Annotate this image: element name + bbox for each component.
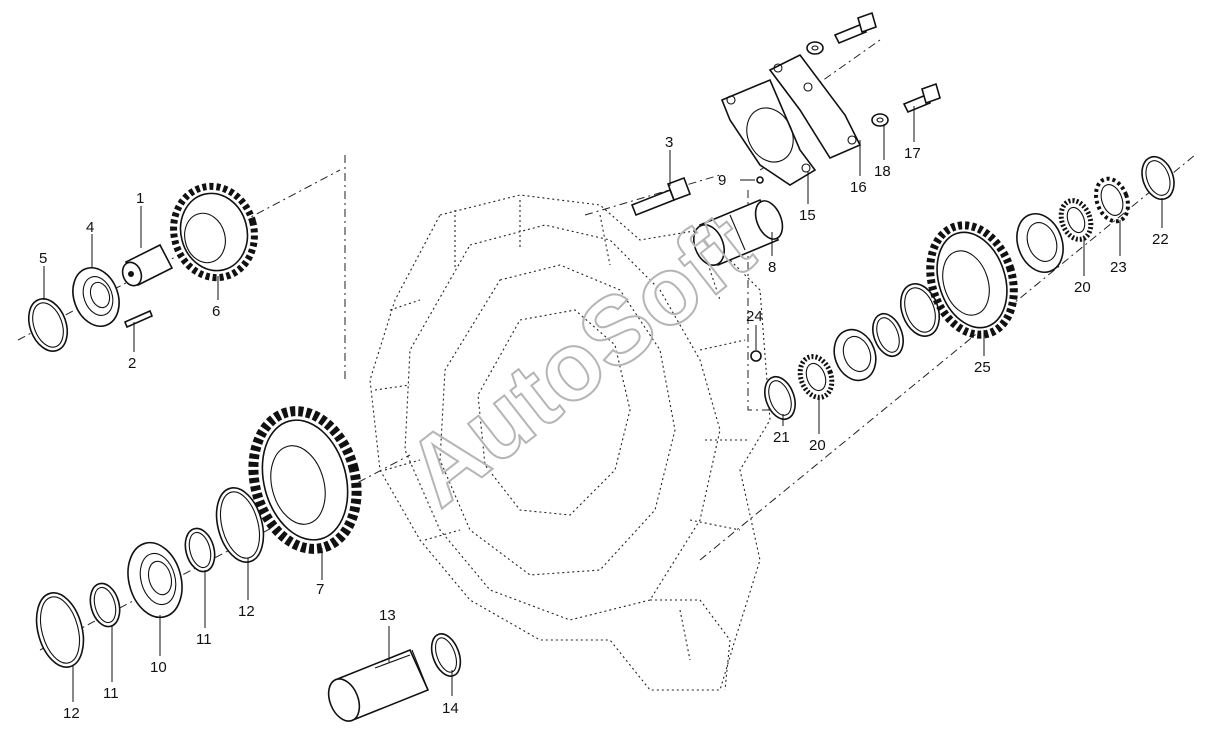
label-part-4: 4 [86,219,94,236]
bolt-3 [630,176,692,217]
pin-9 [756,176,764,184]
shaft-8 [693,198,784,267]
bearing-10 [127,541,183,619]
circlip-outer [899,283,941,337]
label-part-11-lower: 11 [103,685,119,702]
watermark: AutoSoft [387,193,772,527]
gear-housing [369,194,771,691]
washer-18 [871,113,889,127]
circlip-12-lower [35,592,85,668]
label-part-3: 3 [665,134,673,151]
bearing-race [833,328,877,382]
label-part-20-right: 20 [1074,279,1091,296]
label-part-6: 6 [212,303,220,320]
needle-bearing-20-right [1058,198,1094,242]
circlip-12 [215,487,265,563]
label-part-24: 24 [746,308,763,325]
label-part-14: 14 [442,700,459,717]
label-part-16: 16 [850,179,867,196]
label-part-9: 9 [718,172,726,189]
label-part-10: 10 [150,659,167,676]
circlip-11 [184,527,216,573]
bushing-1 [121,243,174,287]
part-labels: 1 2 3 4 5 6 7 8 9 10 11 11 12 12 13 14 1… [39,134,1169,722]
label-part-23: 23 [1110,259,1127,276]
washer-18-upper [806,41,824,55]
label-part-18: 18 [874,163,891,180]
label-part-20: 20 [809,437,826,454]
bolt-17 [902,82,941,114]
shaft-13 [327,648,430,722]
label-part-11: 11 [196,631,212,648]
label-part-5: 5 [39,250,47,267]
pin-2 [123,309,154,329]
label-part-21: 21 [773,429,790,446]
bolt-17-upper [833,11,877,45]
label-part-15: 15 [799,207,816,224]
cover-plate-15 [720,78,817,186]
label-part-8: 8 [768,259,776,276]
needle-bearing-20 [797,354,835,400]
label-part-22: 22 [1152,231,1169,248]
washer-23 [1094,176,1130,224]
label-part-2: 2 [128,355,136,372]
label-part-17: 17 [904,145,921,162]
ring-14 [430,633,462,677]
gear-6 [170,182,258,282]
label-part-1: 1 [136,190,144,207]
circlip-22 [1141,155,1175,201]
bearing-race-right [1016,213,1064,273]
label-part-12-lower: 12 [63,705,80,722]
circlip-11-lower [89,582,121,628]
ball-24 [750,350,762,362]
label-part-25: 25 [974,359,991,376]
circlip-inner [872,312,904,358]
label-part-12: 12 [238,603,255,620]
circlip-21 [764,375,796,421]
label-part-13: 13 [379,607,396,624]
label-part-7: 7 [316,581,324,598]
gear-25 [926,221,1018,339]
circlip-5 [27,298,69,352]
bearing-4 [72,267,120,327]
leader-lines [43,106,1163,702]
gear-7 [248,406,362,554]
